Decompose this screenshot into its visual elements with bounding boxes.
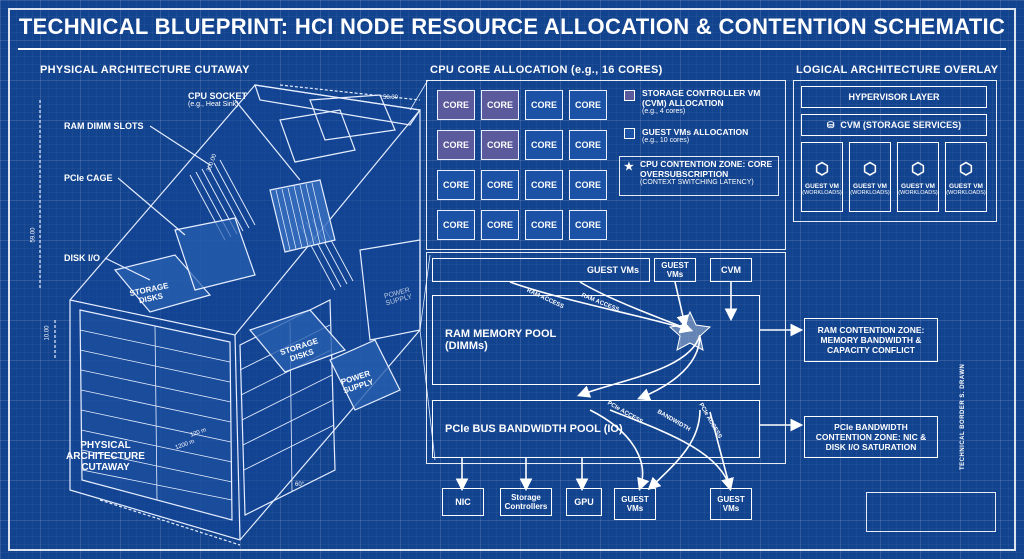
- nic-box: NIC: [442, 488, 484, 516]
- cpu-core-7: CORE: [525, 130, 563, 160]
- hypervisor-layer: HYPERVISOR LAYER: [801, 86, 987, 108]
- gpu-box: GPU: [566, 488, 602, 516]
- ram-memory-pool: RAM MEMORY POOL (DIMMs): [432, 295, 760, 385]
- title-divider: [18, 48, 1006, 50]
- cpu-socket-label: CPU SOCKET (e.g., Heat Sink): [188, 91, 248, 108]
- physical-heading: PHYSICAL ARCHITECTURE CUTAWAY: [40, 64, 250, 76]
- guest-vms-bottom-1: GUEST VMs: [614, 488, 656, 520]
- cpu-core-11: CORE: [525, 170, 563, 200]
- side-text: TECHNICAL BORDER S. DRAWN: [960, 363, 966, 470]
- guest-vm-label: GUEST VM: [901, 182, 935, 190]
- cpu-core-9: CORE: [437, 170, 475, 200]
- cpu-heading: CPU CORE ALLOCATION (e.g., 16 CORES): [430, 64, 663, 76]
- ram-contention-zone: RAM CONTENTION ZONE: MEMORY BANDWIDTH & …: [804, 318, 938, 362]
- pcie-contention-zone: PCIe BANDWIDTH CONTENTION ZONE: NIC & DI…: [804, 416, 938, 458]
- outer-frame: [8, 8, 1016, 551]
- vm-cube-icon: ⬡: [911, 160, 925, 178]
- cpu-core-14: CORE: [481, 210, 519, 240]
- logical-guest-vm-2: ⬡ GUEST VM(WORKLOADS): [849, 142, 891, 212]
- logical-heading: LOGICAL ARCHITECTURE OVERLAY: [796, 64, 999, 76]
- cpu-core-4: CORE: [569, 90, 607, 120]
- cpu-core-5: CORE: [437, 130, 475, 160]
- guest-vm-label: GUEST VM: [853, 182, 887, 190]
- cpu-core-10: CORE: [481, 170, 519, 200]
- dim-top: 58.30: [383, 95, 399, 101]
- title-block: [866, 492, 996, 532]
- cpu-panel: [426, 80, 786, 250]
- guest-vm-label: GUEST VM: [949, 182, 983, 190]
- legend-guest-swatch: [624, 128, 635, 139]
- dim-angle: 60°: [295, 482, 305, 488]
- ram-slots-label: RAM DIMM SLOTS: [64, 121, 144, 131]
- cpu-contention: CPU CONTENTION ZONE: CORE OVERSUBSCRIPTI…: [640, 159, 773, 186]
- cpu-core-8: CORE: [569, 130, 607, 160]
- disk-io-label: DISK I/O: [64, 253, 101, 263]
- vm-cube-icon: ⬡: [815, 160, 829, 178]
- cpu-core-16: CORE: [569, 210, 607, 240]
- flow-panel: [426, 252, 786, 464]
- legend-cvm-swatch: [624, 90, 635, 101]
- legend-guest: GUEST VMs ALLOCATION (e.g., 10 cores): [642, 127, 749, 144]
- guest-vms-small: GUEST VMs: [654, 258, 696, 282]
- cpu-core-2: CORE: [481, 90, 519, 120]
- cpu-core-15: CORE: [525, 210, 563, 240]
- star-icon: ★: [624, 161, 634, 173]
- pcie-cage-label: PCIe CAGE: [64, 173, 113, 183]
- guest-vms-bottom-2: GUEST VMs: [710, 488, 752, 520]
- cpu-core-6: CORE: [481, 130, 519, 160]
- logical-guest-vm-4: ⬡ GUEST VM(WORKLOADS): [945, 142, 987, 212]
- guest-vms-bar: GUEST VMs: [432, 258, 650, 282]
- vm-cube-icon: ⬡: [863, 160, 877, 178]
- cpu-core-12: CORE: [569, 170, 607, 200]
- workloads-label: (WORKLOADS): [946, 189, 986, 196]
- storage-controllers-box: Storage Controllers: [500, 488, 552, 516]
- workloads-label: (WORKLOADS): [802, 189, 842, 196]
- workloads-label: (WORKLOADS): [898, 189, 938, 196]
- cpu-contention-box: [619, 156, 779, 196]
- cpu-core-3: CORE: [525, 90, 563, 120]
- page-title: TECHNICAL BLUEPRINT: HCI NODE RESOURCE A…: [18, 14, 1006, 39]
- vm-cube-icon: ⬡: [959, 160, 973, 178]
- pcie-bandwidth-pool: PCIe BUS BANDWIDTH POOL (IO): [432, 400, 760, 458]
- logical-guest-vm-1: ⬡ GUEST VM(WORKLOADS): [801, 142, 843, 212]
- cvm-box: CVM: [710, 258, 752, 282]
- cvm-storage-services: ⛁ CVM (STORAGE SERVICES): [801, 114, 987, 136]
- physical-caption: PHYSICAL ARCHITECTURE CUTAWAY: [66, 440, 145, 473]
- workloads-label: (WORKLOADS): [850, 189, 890, 196]
- cpu-core-13: CORE: [437, 210, 475, 240]
- database-icon: ⛁: [826, 119, 835, 130]
- logical-panel: [793, 80, 997, 222]
- cpu-core-1: CORE: [437, 90, 475, 120]
- logical-guest-vm-3: ⬡ GUEST VM(WORKLOADS): [897, 142, 939, 212]
- legend-cvm: STORAGE CONTROLLER VM (CVM) ALLOCATION (…: [642, 88, 761, 115]
- guest-vm-label: GUEST VM: [805, 182, 839, 190]
